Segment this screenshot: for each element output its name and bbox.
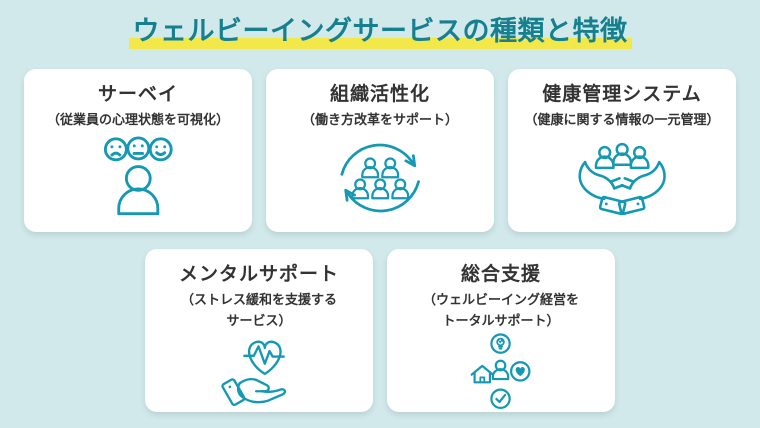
- card-health-management-system: 健康管理システム （健康に関する情報の一元管理）: [508, 69, 736, 232]
- card-title: 総合支援: [460, 263, 541, 285]
- card-subtitle: （ウェルビーイング経営を トータルサポート）: [387, 290, 615, 332]
- cards-row-bottom: メンタルサポート （ストレス緩和を支援する サービス）: [0, 249, 760, 412]
- sad-face-icon: [103, 137, 128, 162]
- card-subtitle: （ストレス緩和を支援する サービス）: [145, 290, 373, 332]
- heart-outline: [247, 340, 282, 375]
- person-icon: [117, 164, 159, 215]
- checkmark-circle-icon: [490, 388, 512, 409]
- card-subtitle-line: サービス）: [226, 313, 292, 329]
- card-title: 健康管理システム: [542, 83, 702, 105]
- hand-holding-heart-pulse-icon: [145, 333, 373, 407]
- neutral-face-icon: [126, 136, 150, 161]
- pulse-line: [242, 344, 285, 365]
- wellbeing-elements-icon: [387, 333, 615, 409]
- person-icon: [492, 359, 510, 380]
- card-title: メンタルサポート: [178, 263, 339, 285]
- card-subtitle: （健康に関する情報の一元管理）: [508, 110, 736, 131]
- holding-hand: [221, 377, 286, 406]
- card-subtitle-line: トータルサポート）: [442, 313, 560, 329]
- survey-faces-person-icon: [24, 136, 252, 218]
- people-cycle-arrows-icon: [266, 136, 494, 220]
- page-title-wrap: ウェルビーイングサービスの種類と特徴: [0, 0, 760, 57]
- card-subtitle: （従業員の心理状態を可視化）: [24, 110, 252, 131]
- house-icon: [471, 364, 495, 384]
- card-mental-support: メンタルサポート （ストレス緩和を支援する サービス）: [145, 249, 373, 412]
- card-organization-activation: 組織活性化 （働き方改革をサポート）: [266, 69, 494, 232]
- cycle-arrow-top: [340, 143, 416, 176]
- hands-holding-people-icon: [508, 136, 736, 218]
- card-subtitle-line: （ウェルビーイング経営を: [422, 292, 579, 308]
- card-subtitle-line: （働き方改革をサポート）: [301, 112, 458, 128]
- lightbulb-circle-icon: [490, 333, 512, 354]
- card-survey: サーベイ （従業員の心理状態を可視化）: [24, 69, 252, 232]
- card-total-support: 総合支援 （ウェルビーイング経営を トータルサポート）: [387, 249, 615, 412]
- page-title: ウェルビーイングサービスの種類と特徴: [129, 15, 632, 49]
- card-subtitle: （働き方改革をサポート）: [266, 110, 494, 131]
- card-subtitle-line: （健康に関する情報の一元管理）: [524, 112, 720, 128]
- card-subtitle-line: （ストレス緩和を支援する: [180, 292, 337, 308]
- cycle-arrow-bottom: [344, 180, 420, 213]
- happy-face-icon: [148, 137, 173, 162]
- card-title: 組織活性化: [329, 83, 430, 105]
- card-title: サーベイ: [97, 83, 178, 105]
- card-subtitle-line: （従業員の心理状態を可視化）: [46, 112, 229, 128]
- open-hand-icon: [578, 160, 627, 215]
- cards-row-top: サーベイ （従業員の心理状態を可視化）: [0, 69, 760, 232]
- heart-circle-icon: [510, 360, 531, 382]
